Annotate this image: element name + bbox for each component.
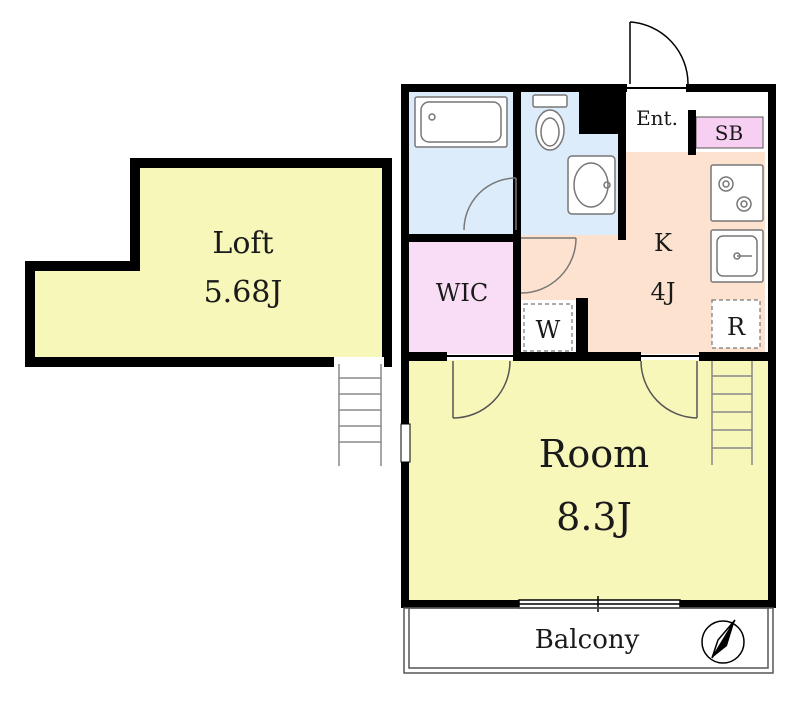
- toilet-icon: [532, 94, 568, 151]
- walls: [401, 84, 776, 608]
- kitchen-door-swing-icon: [640, 355, 699, 419]
- side-window: [400, 423, 411, 463]
- balcony-area: [403, 607, 774, 674]
- toilet-door-swing-icon: [520, 237, 577, 294]
- kitchen-size: 4J: [651, 278, 676, 306]
- room-ladder-icon: [711, 361, 753, 465]
- shoe-box-label: SB: [715, 121, 743, 145]
- kitchen-sink-icon: [710, 229, 764, 283]
- bath-door-swing-icon: [463, 177, 517, 231]
- loft-floor: [25, 158, 392, 367]
- washbasin-icon: [567, 155, 616, 215]
- bathtub-icon: [414, 96, 508, 148]
- loft-label: Loft: [212, 226, 273, 261]
- loft-opening: [334, 357, 384, 367]
- fridge-space: [711, 299, 761, 349]
- fridge-label: R: [727, 313, 746, 341]
- entrance-label: Ent.: [636, 106, 678, 130]
- loft-size: 5.68J: [204, 275, 283, 310]
- washer-label: W: [536, 316, 561, 344]
- balcony-label: Balcony: [535, 625, 640, 655]
- washer-space: [523, 303, 573, 352]
- loft-area: [25, 158, 392, 367]
- room-size: 8.3J: [556, 495, 632, 539]
- loft-ladder-icon: [338, 364, 382, 466]
- entrance-floor: [626, 90, 691, 152]
- kitchen-floor: [518, 152, 765, 354]
- main-room-floor: [408, 360, 768, 600]
- gas-stove-icon: [710, 164, 764, 222]
- wic-floor: [408, 241, 516, 354]
- room-label: Room: [539, 432, 649, 476]
- wic-door-swing-icon: [447, 355, 513, 419]
- compass-icon: [701, 619, 745, 664]
- front-door-swing-icon: [627, 21, 689, 89]
- kitchen-label: K: [654, 229, 673, 257]
- wic-label: WIC: [436, 279, 489, 307]
